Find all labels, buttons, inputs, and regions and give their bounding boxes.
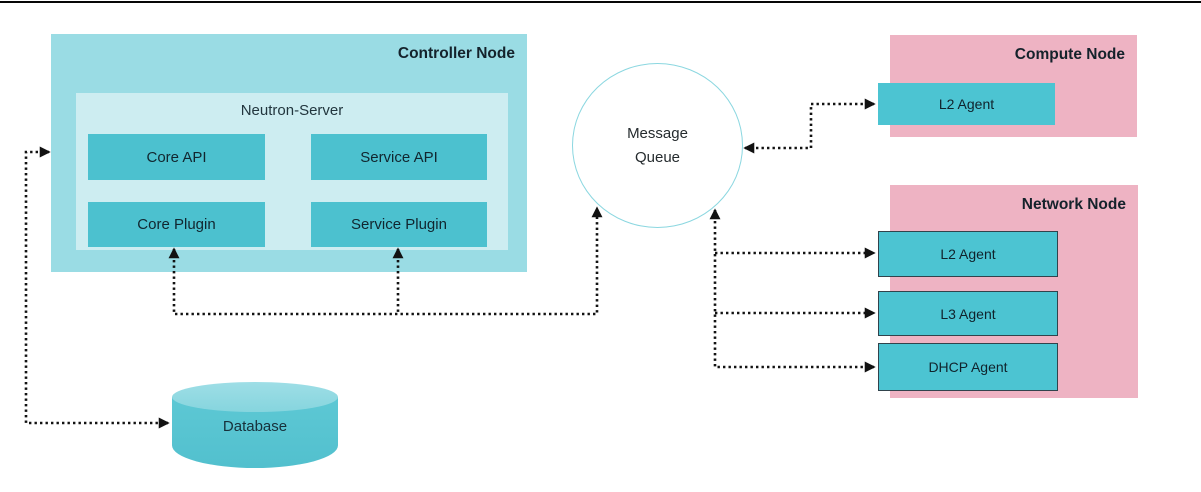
service-api-box: Service API xyxy=(311,134,487,180)
neutron-server-title: Neutron-Server xyxy=(240,102,344,119)
service-plugin-box: Service Plugin xyxy=(311,202,487,247)
core-plugin-box: Core Plugin xyxy=(88,202,265,247)
connector-queue-compute-l2 xyxy=(743,98,876,154)
database-cylinder: Database xyxy=(172,382,338,468)
message-queue-label: Message Queue xyxy=(627,124,688,166)
core-api-label: Core API xyxy=(146,148,207,166)
network-l2-agent-box: L2 Agent xyxy=(878,231,1058,277)
compute-l2-agent-label: L2 Agent xyxy=(938,96,995,112)
database-cylinder-top-ellipse xyxy=(172,382,338,412)
compute-l2-agent-box: L2 Agent xyxy=(878,83,1055,125)
core-api-box: Core API xyxy=(88,134,265,180)
service-plugin-label: Service Plugin xyxy=(351,216,447,233)
connector-queue-network-dhcp xyxy=(709,208,876,373)
controller-node-box: Controller Node Neutron-Server Core API … xyxy=(51,34,527,272)
core-plugin-label: Core Plugin xyxy=(137,216,216,233)
network-dhcp-agent-box: DHCP Agent xyxy=(878,343,1058,391)
service-api-label: Service API xyxy=(360,148,438,166)
network-node-title: Network Node xyxy=(1021,196,1126,213)
network-l3-agent-label: L3 Agent xyxy=(940,305,996,322)
neutron-server-box: Neutron-Server Core API Service API Core… xyxy=(76,93,508,250)
compute-node-title: Compute Node xyxy=(1014,46,1125,63)
top-border-line xyxy=(0,1,1201,3)
network-l3-agent-box: L3 Agent xyxy=(878,291,1058,336)
controller-node-title: Controller Node xyxy=(397,45,515,62)
database-label: Database xyxy=(222,418,288,435)
message-queue-circle: Message Queue xyxy=(572,63,743,228)
network-l2-agent-label: L2 Agent xyxy=(940,246,996,262)
network-dhcp-agent-label: DHCP Agent xyxy=(928,359,1008,375)
